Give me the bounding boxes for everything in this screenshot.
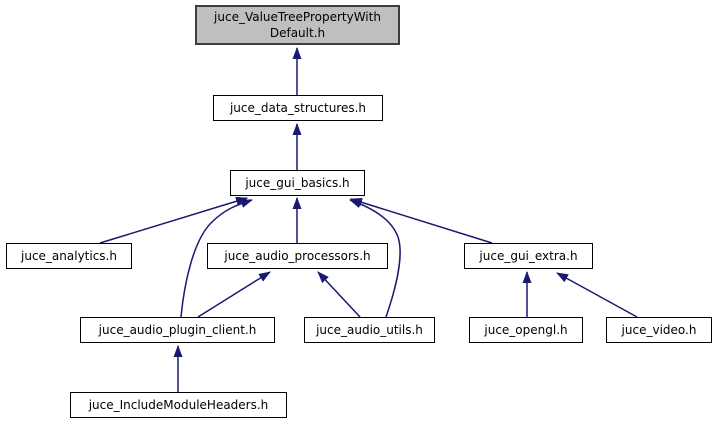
node-label-line1: juce_ValueTreePropertyWith <box>214 10 381 24</box>
node-label: juce_gui_extra.h <box>479 249 578 263</box>
edge-audio-utils-to-audio-processors <box>317 271 361 318</box>
node-juce-gui-extra[interactable]: juce_gui_extra.h <box>464 243 593 269</box>
edge-analytics-to-gui-basics <box>99 196 248 244</box>
edge-gui-extra-to-gui-basics <box>350 197 493 244</box>
node-label: juce_gui_basics.h <box>245 176 350 190</box>
node-label: juce_data_structures.h <box>229 101 367 115</box>
node-juce-audio-plugin-client[interactable]: juce_audio_plugin_client.h <box>80 317 275 343</box>
node-label: juce_audio_plugin_client.h <box>98 323 257 337</box>
node-label-line2: Default.h <box>269 26 326 40</box>
node-label: juce_audio_utils.h <box>316 323 423 337</box>
node-label: juce_video.h <box>621 323 697 337</box>
node-label: juce_audio_processors.h <box>224 249 371 263</box>
edge-video-to-gui-extra <box>556 272 638 318</box>
node-juce-audio-utils[interactable]: juce_audio_utils.h <box>304 317 435 343</box>
edge-audio-plugin-client-to-gui-basics <box>180 199 253 318</box>
edge-audio-plugin-client-to-audio-processors <box>197 271 271 318</box>
edge-audio-utils-to-gui-basics <box>349 199 401 318</box>
node-juce-audio-processors[interactable]: juce_audio_processors.h <box>207 243 388 269</box>
node-label: juce_opengl.h <box>484 323 568 337</box>
node-label: juce_analytics.h <box>21 249 117 263</box>
node-juce-includemoduleheaders[interactable]: juce_IncludeModuleHeaders.h <box>70 392 287 418</box>
node-juce-video[interactable]: juce_video.h <box>606 317 712 343</box>
node-juce-gui-basics[interactable]: juce_gui_basics.h <box>230 170 365 196</box>
node-juce-data-structures[interactable]: juce_data_structures.h <box>213 95 383 121</box>
node-juce-valuetreepropertywithdefault: juce_ValueTreePropertyWith Default.h <box>195 5 400 45</box>
node-label: juce_IncludeModuleHeaders.h <box>88 398 269 412</box>
node-juce-opengl[interactable]: juce_opengl.h <box>469 317 583 343</box>
node-juce-analytics[interactable]: juce_analytics.h <box>6 243 132 269</box>
